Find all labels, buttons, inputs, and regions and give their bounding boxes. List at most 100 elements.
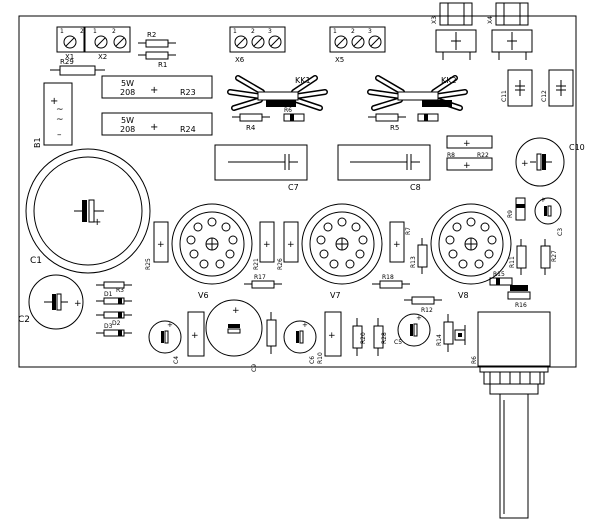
resistor-r14: R14 xyxy=(436,314,454,352)
label-r12: R12 xyxy=(421,307,433,314)
tube-socket-v6: V6 xyxy=(171,203,253,300)
label-r8: R8 xyxy=(447,152,455,159)
label-r17: R17 xyxy=(254,274,266,281)
label-r16: R16 xyxy=(515,302,527,309)
resistor-r10: + R10 xyxy=(317,311,342,364)
label-r15: R15 xyxy=(493,271,505,278)
label-x3: X3 xyxy=(431,16,438,24)
label-r22: R22 xyxy=(477,152,489,159)
label-r9: R9 xyxy=(507,210,514,218)
svg-text:~: ~ xyxy=(56,115,64,125)
label-b1: B1 xyxy=(33,137,42,148)
label-d1: D1 xyxy=(104,291,113,298)
label-r3: R3 xyxy=(116,287,124,294)
label-r1: R1 xyxy=(158,61,167,69)
svg-text:+: + xyxy=(232,306,240,316)
svg-text:+: + xyxy=(540,196,546,204)
svg-text:+: + xyxy=(191,331,199,341)
capacitor-c2: + C2 xyxy=(18,274,84,330)
capacitor-c4: + C4 xyxy=(148,320,182,364)
label-c9: C9 xyxy=(251,364,258,372)
pin-label: 2 xyxy=(112,28,116,35)
svg-text:+: + xyxy=(50,96,58,107)
resistor-r18: R18 xyxy=(372,274,410,289)
label-r27: R27 xyxy=(551,250,558,262)
label-c10: C10 xyxy=(569,143,585,152)
heatsink-kk2: KK2 xyxy=(367,75,468,111)
terminal-block-x5: X5 xyxy=(329,26,386,64)
label-v8: V8 xyxy=(458,291,469,300)
label-r23: R23 xyxy=(180,88,196,97)
svg-text:+: + xyxy=(74,299,82,309)
label-v7: V7 xyxy=(330,291,341,300)
resistor-r2: R2 xyxy=(138,31,176,48)
label-r4: R4 xyxy=(246,124,256,132)
resistor-r7: + R7 xyxy=(389,221,412,263)
resistor-r21: + R21 xyxy=(253,221,275,270)
connector-x3: X3 xyxy=(431,2,477,60)
diode-d2: D2 xyxy=(96,311,132,327)
power-resistor-r24: 5W 208 + R24 xyxy=(101,112,213,136)
label-r10: R10 xyxy=(317,352,324,364)
pin-label: 2 xyxy=(251,28,255,35)
resistor-r9: R9 xyxy=(507,197,526,221)
capacitor-c3: + C3 xyxy=(534,196,564,236)
terminal-block-x2: X2 xyxy=(84,26,131,61)
label-r7: R7 xyxy=(405,227,412,235)
label-x2: X2 xyxy=(98,53,107,61)
label-x1: X1 xyxy=(65,53,74,61)
resistor-r3-upper xyxy=(417,113,439,122)
capacitor-c9: + C9 xyxy=(205,299,263,372)
label-r5: R5 xyxy=(390,124,399,132)
label-r6-pot: R6 xyxy=(471,356,478,364)
pin-label: 1 xyxy=(93,28,97,35)
label-r20: R20 xyxy=(360,332,367,344)
label-c5: C5 xyxy=(394,339,402,346)
capacitor-c7: C7 xyxy=(214,144,308,192)
diode-d3: D3 xyxy=(96,323,132,337)
connector-x4: X4 xyxy=(487,2,533,60)
resistor-r5: R5 xyxy=(368,113,406,132)
label-r14: R14 xyxy=(436,334,443,346)
pin-label: 1 xyxy=(233,28,237,35)
resistor-r12: R12 xyxy=(404,296,442,314)
label-r13: R13 xyxy=(410,256,417,268)
label-r21: R21 xyxy=(253,258,260,270)
label-r26: R26 xyxy=(277,258,284,270)
svg-text:+: + xyxy=(328,331,336,341)
capacitor-c6: + C6 xyxy=(283,320,317,364)
resistor-r16: R16 xyxy=(507,285,531,309)
capacitor-c5: + C5 xyxy=(394,313,431,347)
resistor-r28: R28 xyxy=(373,318,388,356)
svg-text:+: + xyxy=(521,159,529,169)
label-208: 208 xyxy=(120,88,135,97)
label-x5: X5 xyxy=(335,56,344,64)
resistor-r3: R3 xyxy=(96,281,132,294)
label-d2: D2 xyxy=(112,320,121,327)
svg-text:+: + xyxy=(157,240,165,250)
label-c7: C7 xyxy=(288,183,299,192)
svg-text:+: + xyxy=(150,85,158,96)
tube-socket-v7: V7 xyxy=(301,203,383,300)
label-r11: R11 xyxy=(509,256,516,268)
label-c4: C4 xyxy=(173,356,180,364)
resistor-r27: R27 xyxy=(540,239,558,275)
label-r24: R24 xyxy=(180,125,196,134)
capacitor-c1: + C1 xyxy=(25,148,151,274)
resistor-r11: R11 xyxy=(509,239,527,275)
capacitor-c12: C12 xyxy=(541,69,574,107)
svg-text:+: + xyxy=(416,314,422,322)
svg-text:+: + xyxy=(263,240,271,250)
label-c11: C11 xyxy=(501,90,508,102)
label-r28: R28 xyxy=(381,332,388,344)
resistor-r25: + R25 xyxy=(145,221,169,270)
pcb-outline xyxy=(18,15,577,368)
label-c8: C8 xyxy=(410,183,421,192)
heatsink-kk1: KK1 xyxy=(227,75,328,111)
capacitor-c8: C8 xyxy=(337,144,431,192)
resistor-r1: R1 xyxy=(138,51,176,69)
resistor-r26: + R26 xyxy=(277,221,299,270)
label-r6: R6 xyxy=(284,107,292,114)
power-resistor-r23: 5W 208 + R23 xyxy=(101,75,213,99)
